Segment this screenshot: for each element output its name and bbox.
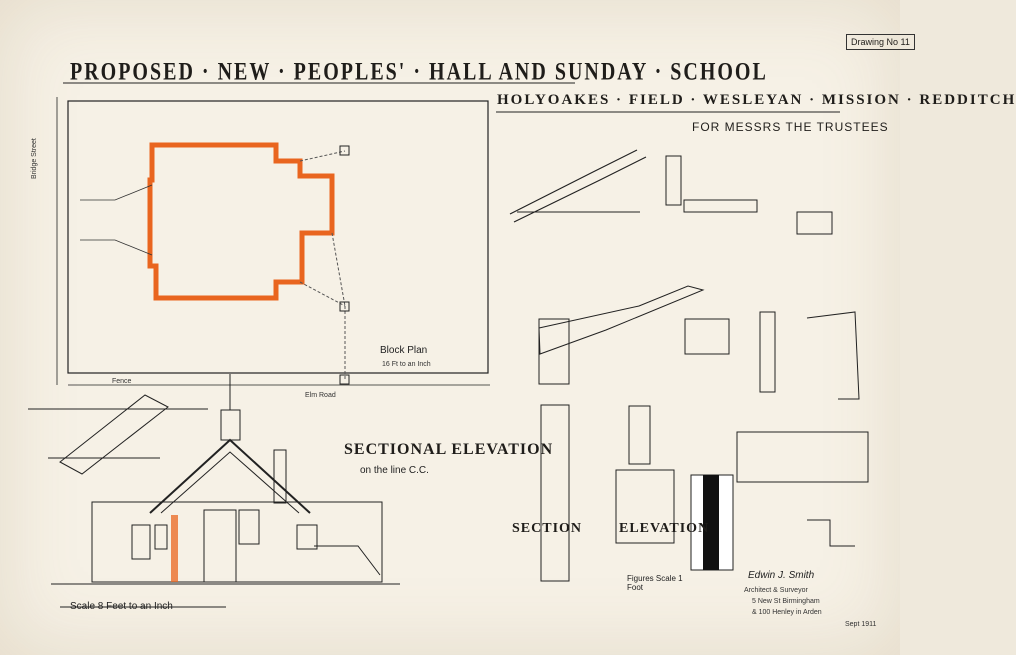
figures-scale: Figures Scale 1 Foot bbox=[627, 574, 683, 592]
drawing-title: Proposed · New · Peoples' · Hall and Sun… bbox=[70, 58, 768, 86]
signature: Edwin J. Smith bbox=[748, 570, 815, 581]
road-label: Elm Road bbox=[305, 392, 336, 399]
sectional-subtitle: on the line C.C. bbox=[360, 465, 429, 476]
signature-address-1: 5 New St Birmingham bbox=[752, 598, 820, 605]
elevation-label: Elevation bbox=[619, 521, 710, 536]
block-plan-label: Block Plan bbox=[380, 345, 428, 356]
signature-title: Architect & Surveyor bbox=[744, 587, 808, 594]
signature-address-2: & 100 Henley in Arden bbox=[752, 609, 822, 616]
drawing-date: Sept 1911 bbox=[845, 621, 877, 628]
section-label: Section bbox=[512, 521, 583, 536]
scale-label: Scale 8 Feet to an Inch bbox=[70, 601, 173, 612]
trustees-line: For Messrs the Trustees bbox=[692, 120, 889, 134]
drawing-subtitle: Holyoakes · Field · Wesleyan · Mission ·… bbox=[497, 92, 1016, 108]
drawing-linework bbox=[28, 82, 869, 608]
block-plan-scale: 16 Ft to an Inch bbox=[382, 361, 431, 368]
street-label: Bridge Street bbox=[31, 138, 38, 179]
fence-label: Fence bbox=[112, 378, 132, 385]
drawing-number: Drawing No 11 bbox=[846, 34, 915, 50]
drawing-sheet: Drawing No 11 Proposed · New · Peoples' … bbox=[28, 34, 1015, 628]
sectional-title: Sectional Elevation bbox=[344, 441, 554, 458]
